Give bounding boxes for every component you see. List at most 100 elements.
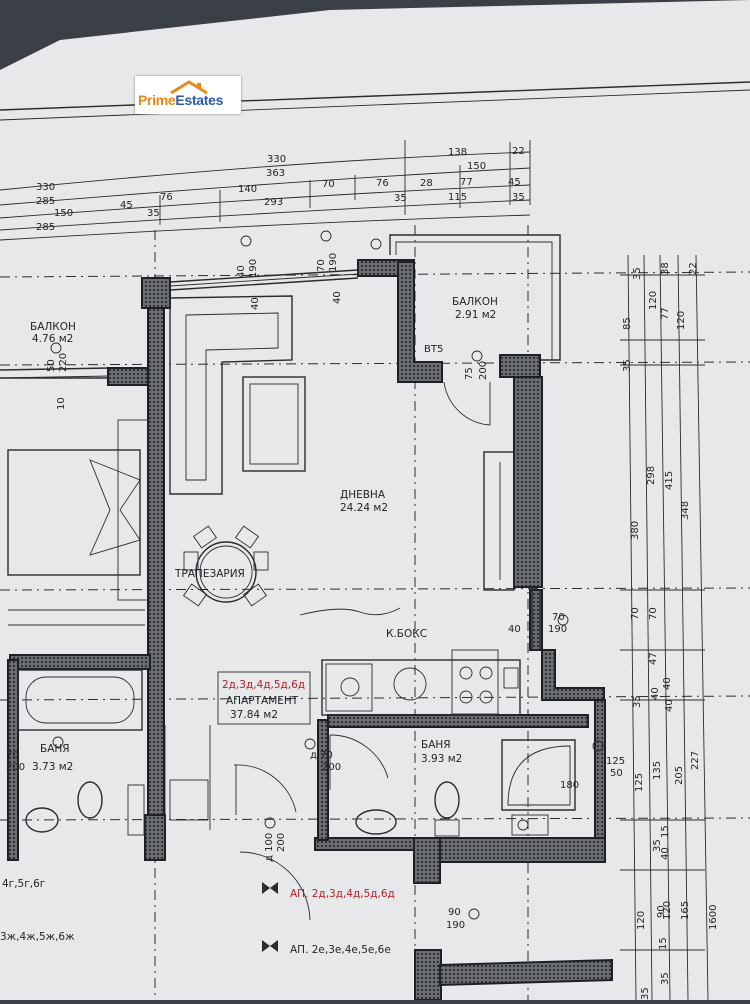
room-area-bath-right: 3.93 м2 <box>421 753 462 765</box>
dim-right-47: 47 <box>648 652 659 665</box>
room-name-balcony-left: БАЛКОН <box>30 321 76 333</box>
dim-right-40b: 40 <box>662 677 673 690</box>
dim-right-120c: 120 <box>676 311 687 330</box>
dim-top-285b: 285 <box>36 222 55 233</box>
room-name-bath-right: БАНЯ <box>421 739 451 751</box>
window-bottom-height: 190 <box>446 920 465 931</box>
dim-right-38: 38 <box>660 262 671 275</box>
dim-top-150: 150 <box>467 161 486 172</box>
room-name-living: ДНЕВНА <box>340 489 386 501</box>
dim-right-298: 298 <box>646 466 657 485</box>
apartment-codes: 2д,3д,4д,5д,6д <box>222 679 305 691</box>
window-left-height: 220 <box>58 353 69 372</box>
window-right-width: 70 <box>552 612 565 623</box>
right-dimension-lines <box>620 254 709 1001</box>
room-area-living: 24.24 м2 <box>340 502 388 514</box>
legend-edge-1: 4г,5г,6г <box>2 878 45 890</box>
sofa <box>169 295 293 495</box>
room-area-balcony-left: 4.76 м2 <box>32 333 73 345</box>
dim-top-45b: 45 <box>120 200 133 211</box>
dim-top-35: 35 <box>394 193 407 204</box>
dim-right-135: 135 <box>652 761 663 780</box>
dim-right-77: 77 <box>660 307 671 320</box>
dim-right-35e: 35 <box>632 267 643 280</box>
dim-right-35: 35 <box>632 695 643 708</box>
room-name-bath-left: БАНЯ <box>40 743 70 755</box>
door-entry-height: 200 <box>276 833 287 852</box>
dim-right-1600: 1600 <box>708 905 719 930</box>
window-code: ВТ5 <box>424 344 443 355</box>
dim-right-380: 380 <box>630 521 641 540</box>
window-top <box>169 269 359 291</box>
door-balcony-width: 75 <box>464 367 475 380</box>
door-bath-right-height: 200 <box>322 762 341 773</box>
door-bath-left-width: 70 <box>6 750 19 761</box>
dim-top-363: 363 <box>266 168 285 179</box>
opening-markers <box>50 230 604 920</box>
shower-depth: 50 <box>610 768 623 779</box>
balcony-right-outline <box>389 234 561 361</box>
dim-top-330: 330 <box>267 154 286 165</box>
window-bottom-width: 90 <box>448 907 461 918</box>
window-top1-height: 190 <box>248 259 259 278</box>
dim-right-120b: 120 <box>662 901 673 920</box>
window-right <box>531 590 541 650</box>
dim-right-35c: 35 <box>622 359 633 372</box>
bed-left <box>7 419 149 626</box>
dim-right-120: 120 <box>648 291 659 310</box>
dim-right-35d: 35 <box>652 839 663 852</box>
dim-right-348: 348 <box>680 501 691 520</box>
door-entry-width: д 100 <box>264 833 275 862</box>
dim-right-70b: 70 <box>648 607 659 620</box>
window-top4: 40 <box>332 291 343 304</box>
dim-right-120: 120 <box>636 911 647 930</box>
dim-right-40: 40 <box>650 687 661 700</box>
dim-right-70: 70 <box>630 607 641 620</box>
door-bath-left-height: 200 <box>6 762 25 773</box>
window-right-height: 190 <box>548 624 567 635</box>
dim-top-76b: 76 <box>376 178 389 189</box>
room-name-kitchen: К.БОКС <box>386 628 427 640</box>
dim-right-35b: 35 <box>640 987 651 1000</box>
dim-right-90: 90 <box>656 905 667 918</box>
doors <box>164 381 491 921</box>
legend-row-1: АП. 2д,3д,4д,5д,6д <box>290 888 395 900</box>
bathroom-left <box>17 669 145 836</box>
paper-crease <box>299 607 401 616</box>
legend-row-2: АП. 2е,3е,4е,5е,6е <box>290 944 391 956</box>
sheet-border-line <box>0 81 750 111</box>
window-right-2: 40 <box>508 624 521 635</box>
window-left-width: 50 <box>46 359 57 372</box>
window-top2-width: 70 <box>316 259 327 272</box>
dim-top-140: 140 <box>238 184 257 195</box>
apartment-area: 37.84 м2 <box>230 709 278 721</box>
window-top3: 40 <box>250 297 261 310</box>
dim-right-40d: 40 <box>660 847 671 860</box>
dim-top-35b: 35 <box>512 192 525 203</box>
dim-right-15: 15 <box>658 937 669 950</box>
logo-part-prime: Prime <box>138 92 176 108</box>
top-dimension-lines <box>0 140 531 241</box>
coffee-table <box>242 376 306 472</box>
dim-right-35f: 35 <box>660 972 671 985</box>
dim-top-76a: 76 <box>160 192 173 203</box>
dim-top-293: 293 <box>264 197 283 208</box>
logo-wordmark: PrimeEstates <box>138 92 223 108</box>
dim-top-77: 77 <box>460 177 473 188</box>
sheet-border-line <box>0 89 750 121</box>
room-area-bath-left: 3.73 м2 <box>32 761 73 773</box>
door-bath-right-width: д 70 <box>310 750 333 761</box>
dim-right-15b: 15 <box>660 825 671 838</box>
dim-right-205: 205 <box>674 766 685 785</box>
shower-width: 125 <box>606 756 625 767</box>
dim-right-415: 415 <box>664 471 675 490</box>
dim-top-70: 70 <box>322 179 335 190</box>
dim-top-45: 45 <box>508 177 521 188</box>
axis-lines <box>0 225 750 1000</box>
dim-right-85: 85 <box>622 317 633 330</box>
dim-right-125: 125 <box>634 773 645 792</box>
dim-right-227: 227 <box>690 751 701 770</box>
room-name-dining: ТРАПЕЗАРИЯ <box>174 568 245 580</box>
house-roof-icon <box>170 80 208 94</box>
